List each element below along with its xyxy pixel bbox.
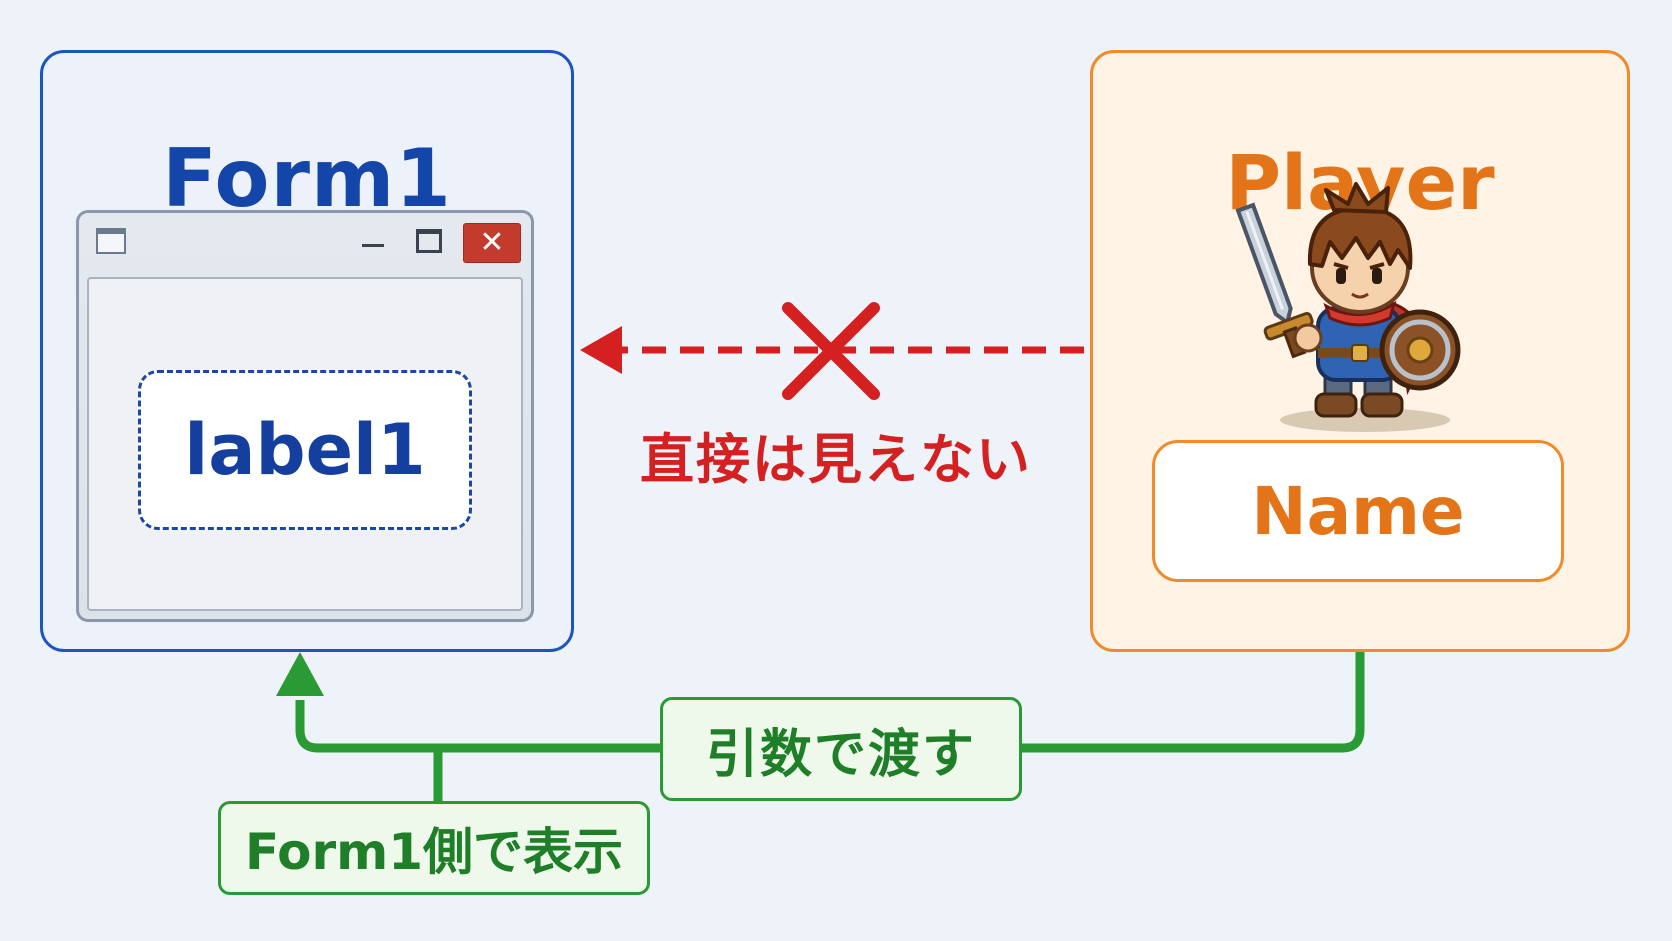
window-close-icon: ✕ xyxy=(463,223,521,263)
window-maximize-icon xyxy=(416,229,442,253)
display-note-caption: Form1側で表示 xyxy=(244,823,624,881)
form1-title: Form1 xyxy=(162,132,452,225)
label1-control: label1 xyxy=(138,370,472,530)
argument-caption: 引数で渡す xyxy=(705,724,976,785)
window-app-icon xyxy=(96,228,126,254)
player-name-text: Name xyxy=(1251,472,1465,550)
blocked-arrow-head xyxy=(580,326,622,374)
window-minimize-icon xyxy=(358,228,388,254)
blocked-cross-icon xyxy=(782,302,880,400)
player-name-field: Name xyxy=(1152,440,1564,582)
blocked-caption: 直接は見えない xyxy=(640,428,1032,491)
argument-arrow-head xyxy=(276,652,324,696)
display-note-box: Form1側で表示 xyxy=(218,801,650,895)
label1-text: label1 xyxy=(184,409,426,491)
argument-caption-box: 引数で渡す xyxy=(660,697,1022,801)
knight-hero-icon xyxy=(1235,182,1461,432)
